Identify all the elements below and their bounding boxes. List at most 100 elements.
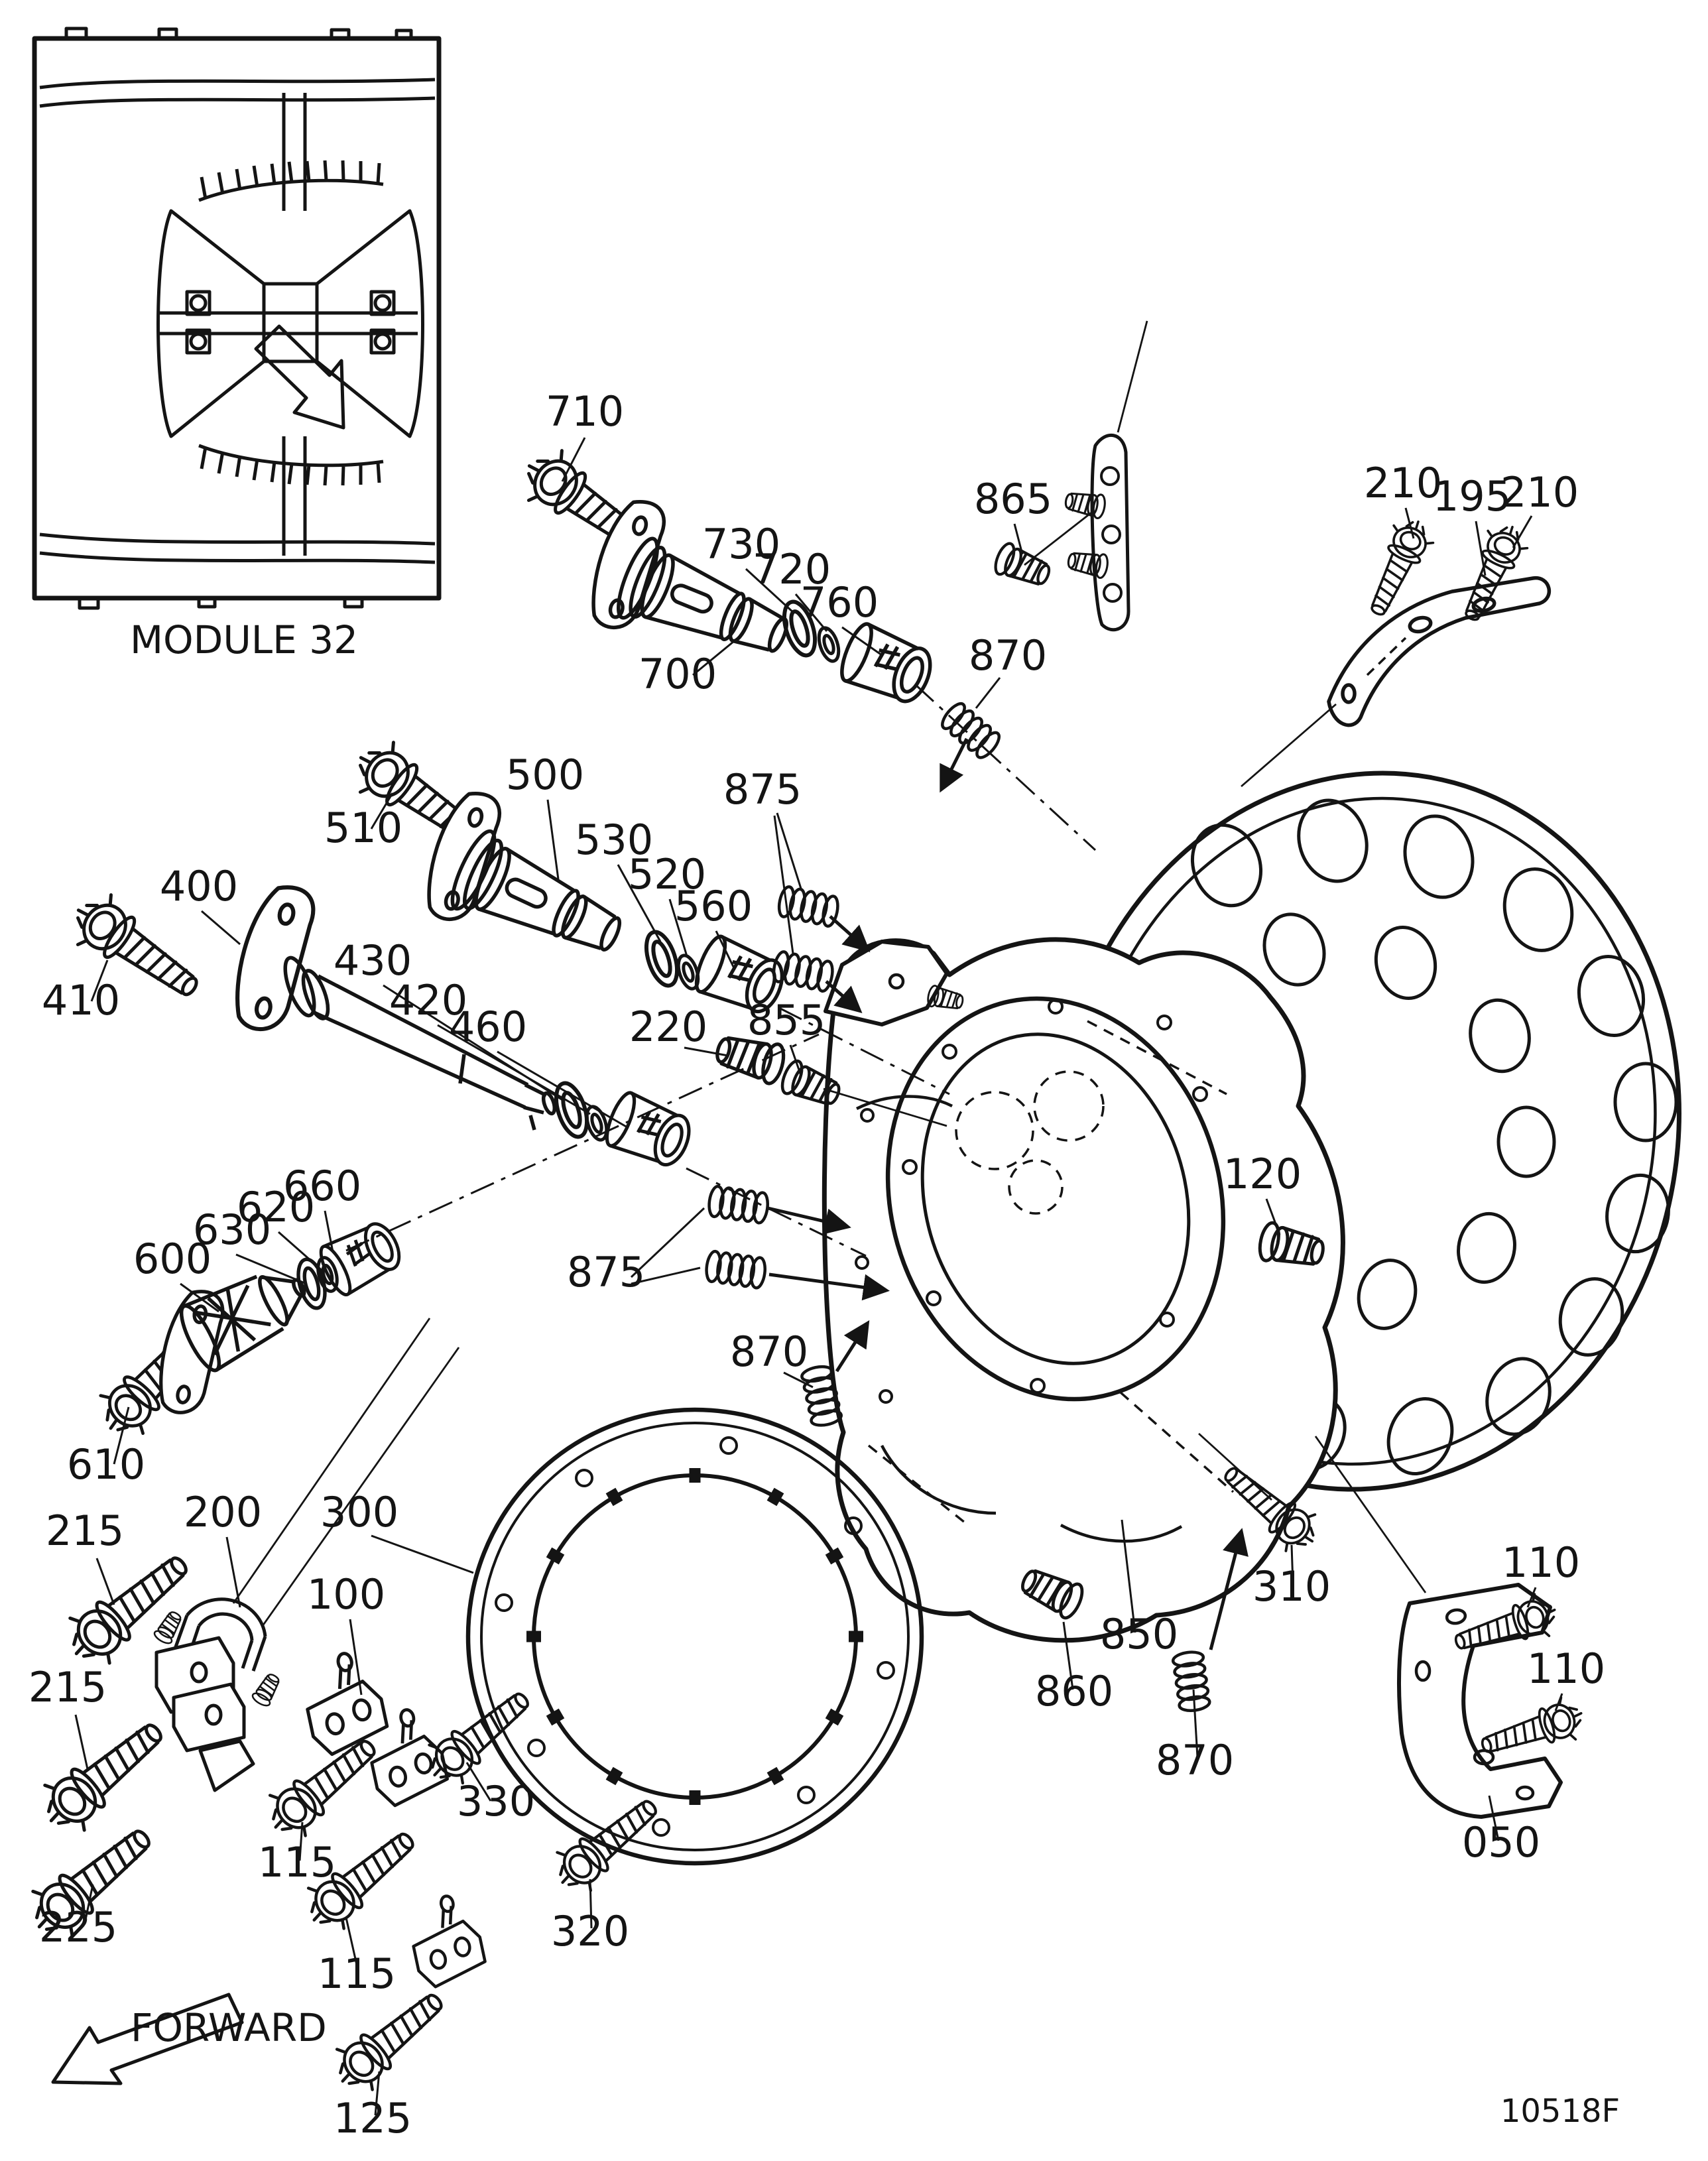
bearing-ball <box>373 332 392 351</box>
ring-outer-edge2 <box>480 1422 910 1851</box>
rod-tip <box>523 1083 548 1131</box>
callout-700: 700 <box>639 650 717 698</box>
callout-210-left: 210 <box>1364 459 1442 507</box>
callout-410: 410 <box>42 976 120 1024</box>
callout-115-a: 115 <box>258 1838 336 1886</box>
housing-opening-outer <box>885 996 1226 1402</box>
clamp-stud <box>249 1670 284 1709</box>
ring-outer-edge <box>465 1407 924 1866</box>
callout-850: 850 <box>1100 1610 1178 1658</box>
gear-cross-section-right <box>315 209 424 438</box>
casing-teeth <box>64 27 413 610</box>
pad-100-a <box>298 1648 391 1757</box>
callout-215-lower: 215 <box>29 1663 107 1711</box>
callout-720: 720 <box>753 545 831 593</box>
housing-surface-lines <box>855 1095 1183 1543</box>
tower-shaft <box>282 93 307 556</box>
callout-730: 730 <box>702 520 780 568</box>
bearing-left-lower <box>185 328 212 355</box>
clamp-stud <box>151 1607 186 1647</box>
ring-inner-tabs <box>526 1468 863 1805</box>
blade-row-bottom <box>198 444 384 486</box>
callout-220: 220 <box>629 1003 707 1051</box>
bearing-ball <box>189 294 208 312</box>
callout-600: 600 <box>133 1235 212 1283</box>
module-32-label: MODULE 32 <box>130 617 358 662</box>
callout-330: 330 <box>457 1777 535 1825</box>
oring-720 <box>816 625 843 663</box>
module-location-arrow-icon <box>254 324 345 430</box>
callout-610: 610 <box>67 1440 145 1489</box>
leader-lines <box>74 437 1563 2116</box>
bearing-right-upper <box>369 290 396 316</box>
callout-630: 630 <box>193 1205 271 1254</box>
clutch-housing <box>822 937 1345 1643</box>
bracket-050 <box>1397 1583 1563 1819</box>
callout-560: 560 <box>674 882 753 930</box>
callout-500: 500 <box>506 751 584 799</box>
pad-100-c <box>404 1891 488 1990</box>
ring-bolt-holes <box>495 1436 895 1837</box>
hidden-detail-dashed <box>867 1020 1235 1526</box>
callout-labels: 710 730 720 760 700 865 870 210 195 210 … <box>29 387 1605 2142</box>
callout-320: 320 <box>551 1907 629 1955</box>
plug-460 <box>601 1089 696 1172</box>
callout-225: 225 <box>39 1903 117 1951</box>
callout-100: 100 <box>307 1570 385 1619</box>
spring-875-4 <box>705 1251 767 1289</box>
callout-860: 860 <box>1035 1667 1113 1715</box>
callout-510: 510 <box>324 804 402 852</box>
assembly-700 <box>513 440 938 709</box>
housing-boss-hole <box>860 1108 875 1123</box>
callout-125: 125 <box>334 2094 412 2142</box>
callout-115-b: 115 <box>318 1949 396 1998</box>
callout-400: 400 <box>160 862 238 910</box>
callout-420: 420 <box>389 976 467 1024</box>
callout-660: 660 <box>283 1162 361 1210</box>
callout-760: 760 <box>800 578 879 627</box>
callout-120: 120 <box>1223 1150 1302 1198</box>
bolt-215-lower <box>31 1707 176 1843</box>
ear-bolt-hole <box>888 973 905 990</box>
housing-opening-inner <box>920 1032 1191 1365</box>
spring-870-top <box>939 700 1003 761</box>
housing-boss-hole <box>855 1255 869 1270</box>
inset-border <box>32 36 442 601</box>
callout-530: 530 <box>575 816 653 864</box>
housing-boss-hole <box>879 1389 893 1404</box>
retainer-ring-300 <box>465 1407 924 1866</box>
opening-flange-holes <box>902 999 1208 1394</box>
callout-865: 865 <box>974 475 1052 523</box>
figure-number: 10518F <box>1500 2093 1620 2130</box>
callout-520: 520 <box>628 850 706 898</box>
callout-110-a: 110 <box>1502 1538 1580 1587</box>
construction-lines <box>232 320 1427 1627</box>
callout-870-mid: 870 <box>730 1327 808 1376</box>
bracket-195 <box>1327 576 1552 727</box>
housing-outline <box>822 937 1345 1643</box>
ring-inner-edge <box>532 1473 858 1800</box>
rod-400 <box>314 974 529 1109</box>
bearing-left-upper <box>185 290 212 316</box>
callout-110-b: 110 <box>1527 1644 1605 1693</box>
casing-bands <box>39 78 436 564</box>
callout-875-upper: 875 <box>723 765 802 814</box>
oring-530 <box>640 928 683 989</box>
callout-620: 620 <box>237 1183 315 1231</box>
callout-430: 430 <box>334 936 412 985</box>
pointer-arrows <box>767 737 1249 1650</box>
module-32-inset <box>32 27 442 610</box>
callout-050: 050 <box>1462 1818 1540 1867</box>
forward-label: FORWARD <box>131 2005 327 2050</box>
bearing-right-lower <box>369 328 396 355</box>
mount-plate-865 <box>1090 434 1130 632</box>
spring-870-bottom <box>1172 1650 1211 1713</box>
callout-215-upper: 215 <box>46 1507 124 1555</box>
callout-870-top: 870 <box>969 631 1047 680</box>
assembly-400 <box>62 881 697 1172</box>
clamp-assembly-200 <box>154 1597 267 1792</box>
shaft-lines <box>159 282 418 363</box>
callout-870-bottom: 870 <box>1156 1736 1234 1784</box>
bearing-ball <box>189 332 208 351</box>
